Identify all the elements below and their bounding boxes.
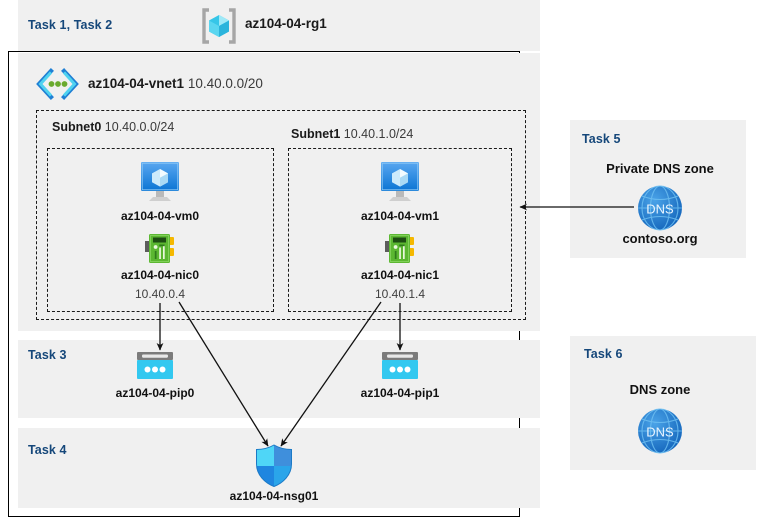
nic0-private-ip: 10.40.0.4 (134, 287, 186, 301)
public-dns-heading: DNS zone (629, 382, 691, 397)
task-label-4: Task 4 (28, 443, 67, 457)
vnet-address-space: 10.40.0.0/20 (187, 76, 263, 91)
vnet-name: az104-04-vnet1 (88, 76, 185, 91)
network-interface-icon-nic0 (142, 232, 178, 266)
pip0-label: az104-04-pip0 (115, 386, 195, 400)
task-label-5: Task 5 (582, 132, 621, 146)
subnet0-prefix: 10.40.0.0/24 (104, 120, 175, 134)
nsg-label: az104-04-nsg01 (229, 489, 319, 503)
subnet1-title: Subnet1 10.40.1.0/24 (291, 127, 413, 141)
task-label-3: Task 3 (28, 348, 67, 362)
public-ip-address-icon-pip0 (135, 350, 175, 383)
resource-group-icon (200, 7, 238, 45)
virtual-network-icon (34, 68, 80, 100)
private-dns-heading: Private DNS zone (606, 161, 714, 176)
vm1-label: az104-04-vm1 (360, 209, 440, 223)
task-label-6: Task 6 (584, 347, 623, 361)
nic0-label: az104-04-nic0 (120, 268, 200, 282)
dns-icon-text-public: DNS (646, 425, 674, 440)
nic1-label: az104-04-nic1 (360, 268, 440, 282)
dns-zone-icon-public: DNS (634, 405, 686, 457)
subnet0-name: Subnet0 (52, 120, 102, 134)
network-interface-icon-nic1 (382, 232, 418, 266)
pip1-label: az104-04-pip1 (360, 386, 440, 400)
vm0-label: az104-04-vm0 (120, 209, 200, 223)
dns-zone-icon-private: DNS (634, 182, 686, 234)
public-ip-address-icon-pip1 (380, 350, 420, 383)
subnet1-prefix: 10.40.1.0/24 (343, 127, 414, 141)
virtual-machine-icon-vm0 (135, 160, 185, 204)
resource-group-name: az104-04-rg1 (245, 16, 327, 31)
dns-icon-text-private: DNS (646, 202, 674, 217)
subnet0-title: Subnet0 10.40.0.0/24 (52, 120, 174, 134)
public-ip-panel (18, 340, 540, 418)
vnet-panel (18, 53, 540, 331)
task-label-1-2: Task 1, Task 2 (28, 18, 113, 32)
resource-group-header-band (18, 0, 540, 51)
network-security-group-icon (253, 443, 295, 488)
private-dns-name: contoso.org (622, 231, 698, 246)
virtual-machine-icon-vm1 (375, 160, 425, 204)
nic1-private-ip: 10.40.1.4 (374, 287, 426, 301)
subnet1-name: Subnet1 (291, 127, 341, 141)
vnet-title: az104-04-vnet1 10.40.0.0/20 (88, 76, 263, 91)
